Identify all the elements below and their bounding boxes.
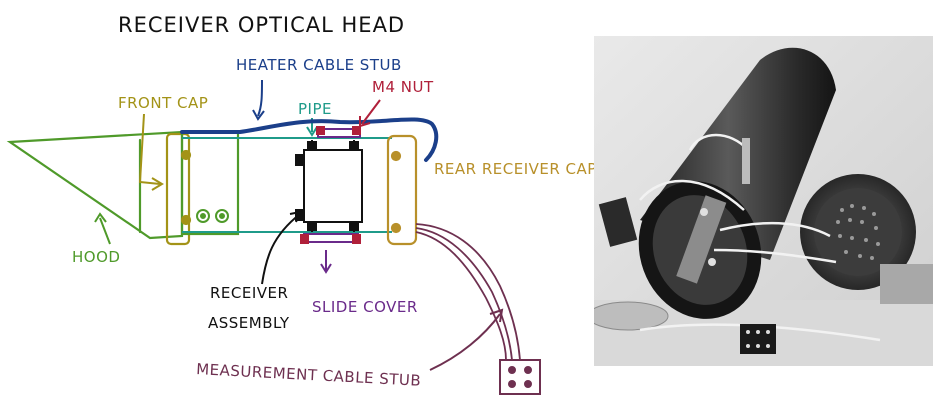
arrow-front-cap-head bbox=[151, 177, 164, 191]
diagram-title: RECEIVER OPTICAL HEAD bbox=[118, 13, 405, 37]
label-slide-cover: SLIDE COVER bbox=[312, 298, 418, 316]
arrow-m4-nut-head bbox=[359, 116, 371, 128]
arrow-slide-cover-head bbox=[320, 263, 332, 274]
arrow-receiver-assembly-head bbox=[289, 210, 302, 223]
top-nuts bbox=[316, 126, 361, 138]
heater-cable bbox=[180, 117, 439, 162]
front-cap-screws bbox=[196, 209, 229, 223]
pipe bbox=[182, 137, 392, 233]
label-rear-receiver-cap: REAR RECEIVER CAP bbox=[434, 160, 597, 178]
label-m4-nut: M4 NUT bbox=[372, 78, 434, 96]
arrow-front-cap bbox=[138, 113, 161, 185]
arrow-m4-nut bbox=[361, 99, 381, 125]
arrow-hood bbox=[99, 217, 111, 245]
label-pipe: PIPE bbox=[298, 100, 332, 118]
label-assembly: ASSEMBLY bbox=[208, 314, 290, 332]
front-cap bbox=[165, 130, 240, 246]
label-receiver: RECEIVER bbox=[210, 284, 288, 302]
arrow-pipe-head bbox=[306, 126, 318, 137]
rear-receiver-cap bbox=[386, 134, 418, 246]
label-heater-cable-stub: HEATER CABLE STUB bbox=[236, 56, 402, 74]
slide-cover bbox=[300, 233, 361, 244]
arrow-heater-cable-head bbox=[252, 109, 265, 121]
arrow-measurement-cable bbox=[429, 313, 501, 371]
measurement-cable-connector bbox=[499, 359, 541, 395]
arrow-heater-cable bbox=[257, 79, 263, 117]
label-front-cap: FRONT CAP bbox=[118, 94, 208, 112]
measurement-cable bbox=[415, 223, 521, 361]
receiver-assembly bbox=[295, 140, 363, 232]
hood bbox=[6, 130, 184, 240]
label-measurement-cable-stub: MEASUREMENT CABLE STUB bbox=[196, 360, 422, 390]
arrow-measurement-cable-head bbox=[489, 308, 504, 323]
arrow-receiver-assembly bbox=[261, 213, 301, 285]
receiver-photo bbox=[594, 36, 933, 366]
label-hood: HOOD bbox=[72, 248, 120, 266]
arrow-hood-head bbox=[94, 212, 107, 223]
